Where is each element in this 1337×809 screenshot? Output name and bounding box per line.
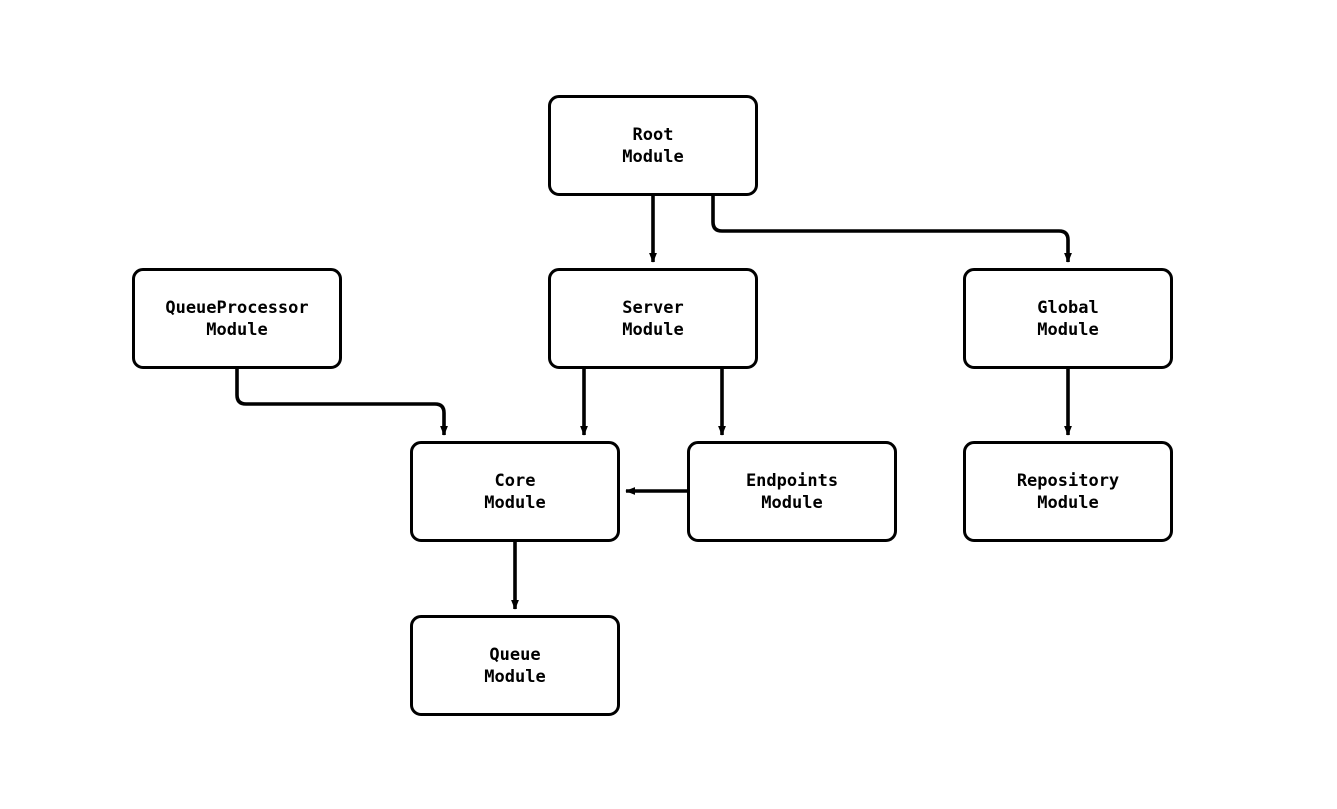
node-core-module-line2: Module — [484, 492, 546, 513]
node-root-module-line1: Root — [632, 124, 674, 145]
node-queueprocessor-module-line2: Module — [206, 319, 268, 340]
node-queue-module[interactable]: Queue Module — [410, 615, 620, 716]
node-core-module[interactable]: Core Module — [410, 441, 620, 542]
node-repository-module-line1: Repository — [1016, 470, 1120, 491]
node-core-module-line1: Core — [494, 470, 536, 491]
node-endpoints-module-line2: Module — [761, 492, 823, 513]
node-server-module-line2: Module — [622, 319, 684, 340]
node-global-module[interactable]: Global Module — [963, 268, 1173, 369]
node-queue-module-line1: Queue — [489, 644, 541, 665]
node-endpoints-module-line1: Endpoints — [745, 470, 839, 491]
node-repository-module-line2: Module — [1037, 492, 1099, 513]
node-queue-module-line2: Module — [484, 666, 546, 687]
node-queueprocessor-module[interactable]: QueueProcessor Module — [132, 268, 342, 369]
node-repository-module[interactable]: Repository Module — [963, 441, 1173, 542]
node-queueprocessor-module-line1: QueueProcessor — [165, 297, 309, 318]
edge-root-to-global — [711, 196, 1072, 263]
node-root-module-line2: Module — [622, 146, 684, 167]
node-server-module-line1: Server — [622, 297, 684, 318]
node-server-module[interactable]: Server Module — [548, 268, 758, 369]
edge-queueprocessor-to-core — [235, 369, 448, 436]
node-root-module[interactable]: Root Module — [548, 95, 758, 196]
node-global-module-line1: Global — [1037, 297, 1099, 318]
node-endpoints-module[interactable]: Endpoints Module — [687, 441, 897, 542]
node-global-module-line2: Module — [1037, 319, 1099, 340]
